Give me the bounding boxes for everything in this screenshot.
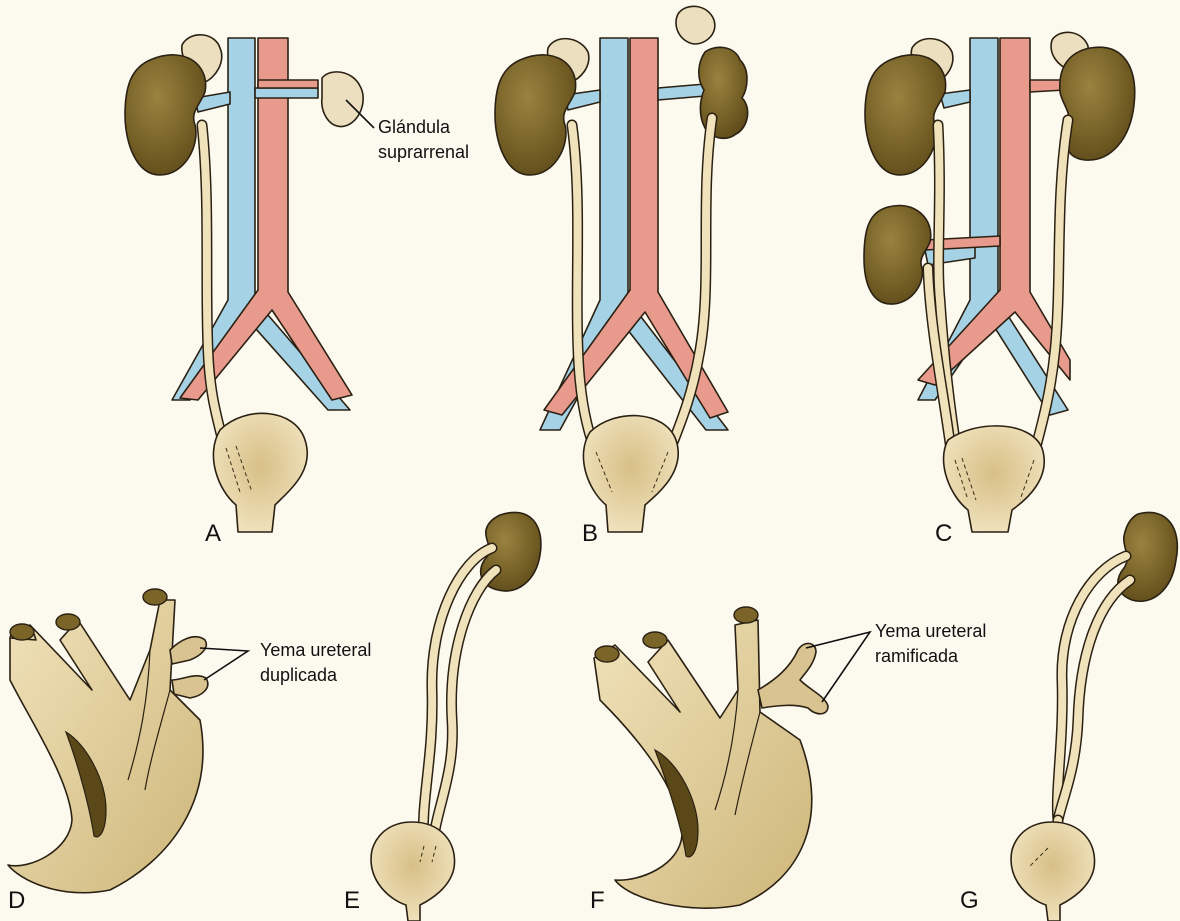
panel-c-illustration: [864, 32, 1135, 532]
tube-opening-left: [10, 624, 34, 640]
panel-label-f: F: [590, 887, 605, 914]
adrenal-label-line2: suprarrenal: [378, 142, 469, 162]
kidney-left: [125, 55, 206, 175]
renal-artery: [258, 80, 318, 88]
panel-label-a: A: [205, 520, 221, 547]
tube-opening-middle: [643, 632, 667, 648]
kidney-upper-left: [865, 55, 946, 175]
renal-vein-right: [255, 88, 318, 98]
ureteric-bud-branched: [758, 643, 828, 713]
cloaca-body: [8, 600, 203, 893]
panel-label-c: C: [935, 520, 952, 547]
panel-label-b: B: [582, 520, 598, 547]
kidney-right: [1060, 47, 1135, 160]
ureteric-bud-tip: [143, 589, 167, 605]
adrenal-label-line1: Glándula: [378, 117, 451, 137]
bladder: [583, 416, 678, 532]
branch-bud-label-line2: ramificada: [875, 646, 959, 666]
panel-label-d: D: [8, 887, 25, 914]
panel-d-illustration: [8, 589, 208, 893]
bladder: [1011, 822, 1094, 921]
panel-g-illustration: [1011, 512, 1177, 921]
cloaca-body: [594, 620, 812, 908]
panel-label-e: E: [344, 887, 360, 914]
panel-label-g: G: [960, 887, 979, 914]
bladder: [371, 822, 454, 921]
ureteric-bud-duplicated-lower: [172, 676, 208, 698]
bladder: [213, 413, 307, 532]
panel-a-illustration: [125, 35, 363, 532]
branch-bud-label-line1: Yema ureteral: [875, 621, 986, 641]
kidney-left: [495, 55, 576, 175]
adrenal-gland-ectopic: [322, 72, 363, 127]
ureteric-bud-duplicated-upper: [170, 637, 206, 664]
adrenal-gland-displaced: [676, 6, 715, 44]
tube-opening-middle: [56, 614, 80, 630]
bladder: [944, 426, 1045, 532]
kidney-ectopic-supernumerary: [864, 206, 931, 305]
renal-vessel-right: [658, 84, 705, 100]
panel-e-illustration: [371, 512, 541, 921]
ureteric-bud-tip: [734, 607, 758, 623]
panel-b-illustration: [495, 6, 748, 532]
tube-opening-left: [595, 646, 619, 662]
dup-bud-label-line1: Yema ureteral: [260, 640, 371, 660]
dup-bud-label-line2: duplicada: [260, 665, 338, 685]
panel-f-illustration: [594, 607, 828, 908]
dup-bud-leader-lines: [200, 648, 248, 680]
